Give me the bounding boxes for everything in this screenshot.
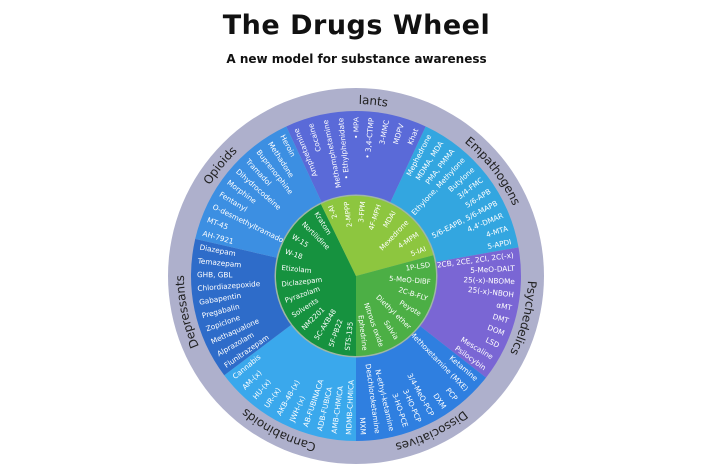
nps-substance-label: STS-135 xyxy=(344,321,355,351)
nps-substance-label: 3-FPM xyxy=(357,201,367,223)
substance-label: • 3,4-CTMP xyxy=(363,117,376,159)
page-title: The Drugs Wheel xyxy=(222,10,491,41)
inner-section-0: STS-1355F-PB225C-AKB48NM2201SolventsPyra… xyxy=(276,204,356,356)
nps-substance-label: 1P-LSD xyxy=(405,261,431,273)
sector-depressants: FlunitrazepamAlprazolamMethaqualoneZopic… xyxy=(191,238,356,376)
substance-label: αMT xyxy=(496,300,514,312)
substance-label: 5-MeO-DALT xyxy=(470,264,516,275)
inner-wedge xyxy=(356,255,436,356)
sector-wedge xyxy=(286,110,426,276)
nps-substance-label: 5-MeO-DIBF xyxy=(389,275,431,286)
substance-label: • MPA xyxy=(352,117,361,139)
substance-label: MXM xyxy=(358,417,368,435)
nps-substance-label: 2-MPPP xyxy=(343,201,354,227)
inner-wedge xyxy=(320,195,434,276)
page-subtitle: A new model for substance awareness xyxy=(226,52,487,66)
substance-label: GHB, GBL xyxy=(197,270,234,279)
substance-label: 25(-x)-NBOMe xyxy=(463,275,515,286)
substance-label: Temazepam xyxy=(196,256,241,269)
nps-substance-label: Etizolam xyxy=(281,264,312,275)
substance-label: MDMB-CHMICA xyxy=(344,380,356,435)
inner-circle: STS-1355F-PB225C-AKB48NM2201SolventsPyra… xyxy=(274,194,438,358)
inner-wedge xyxy=(276,204,356,356)
